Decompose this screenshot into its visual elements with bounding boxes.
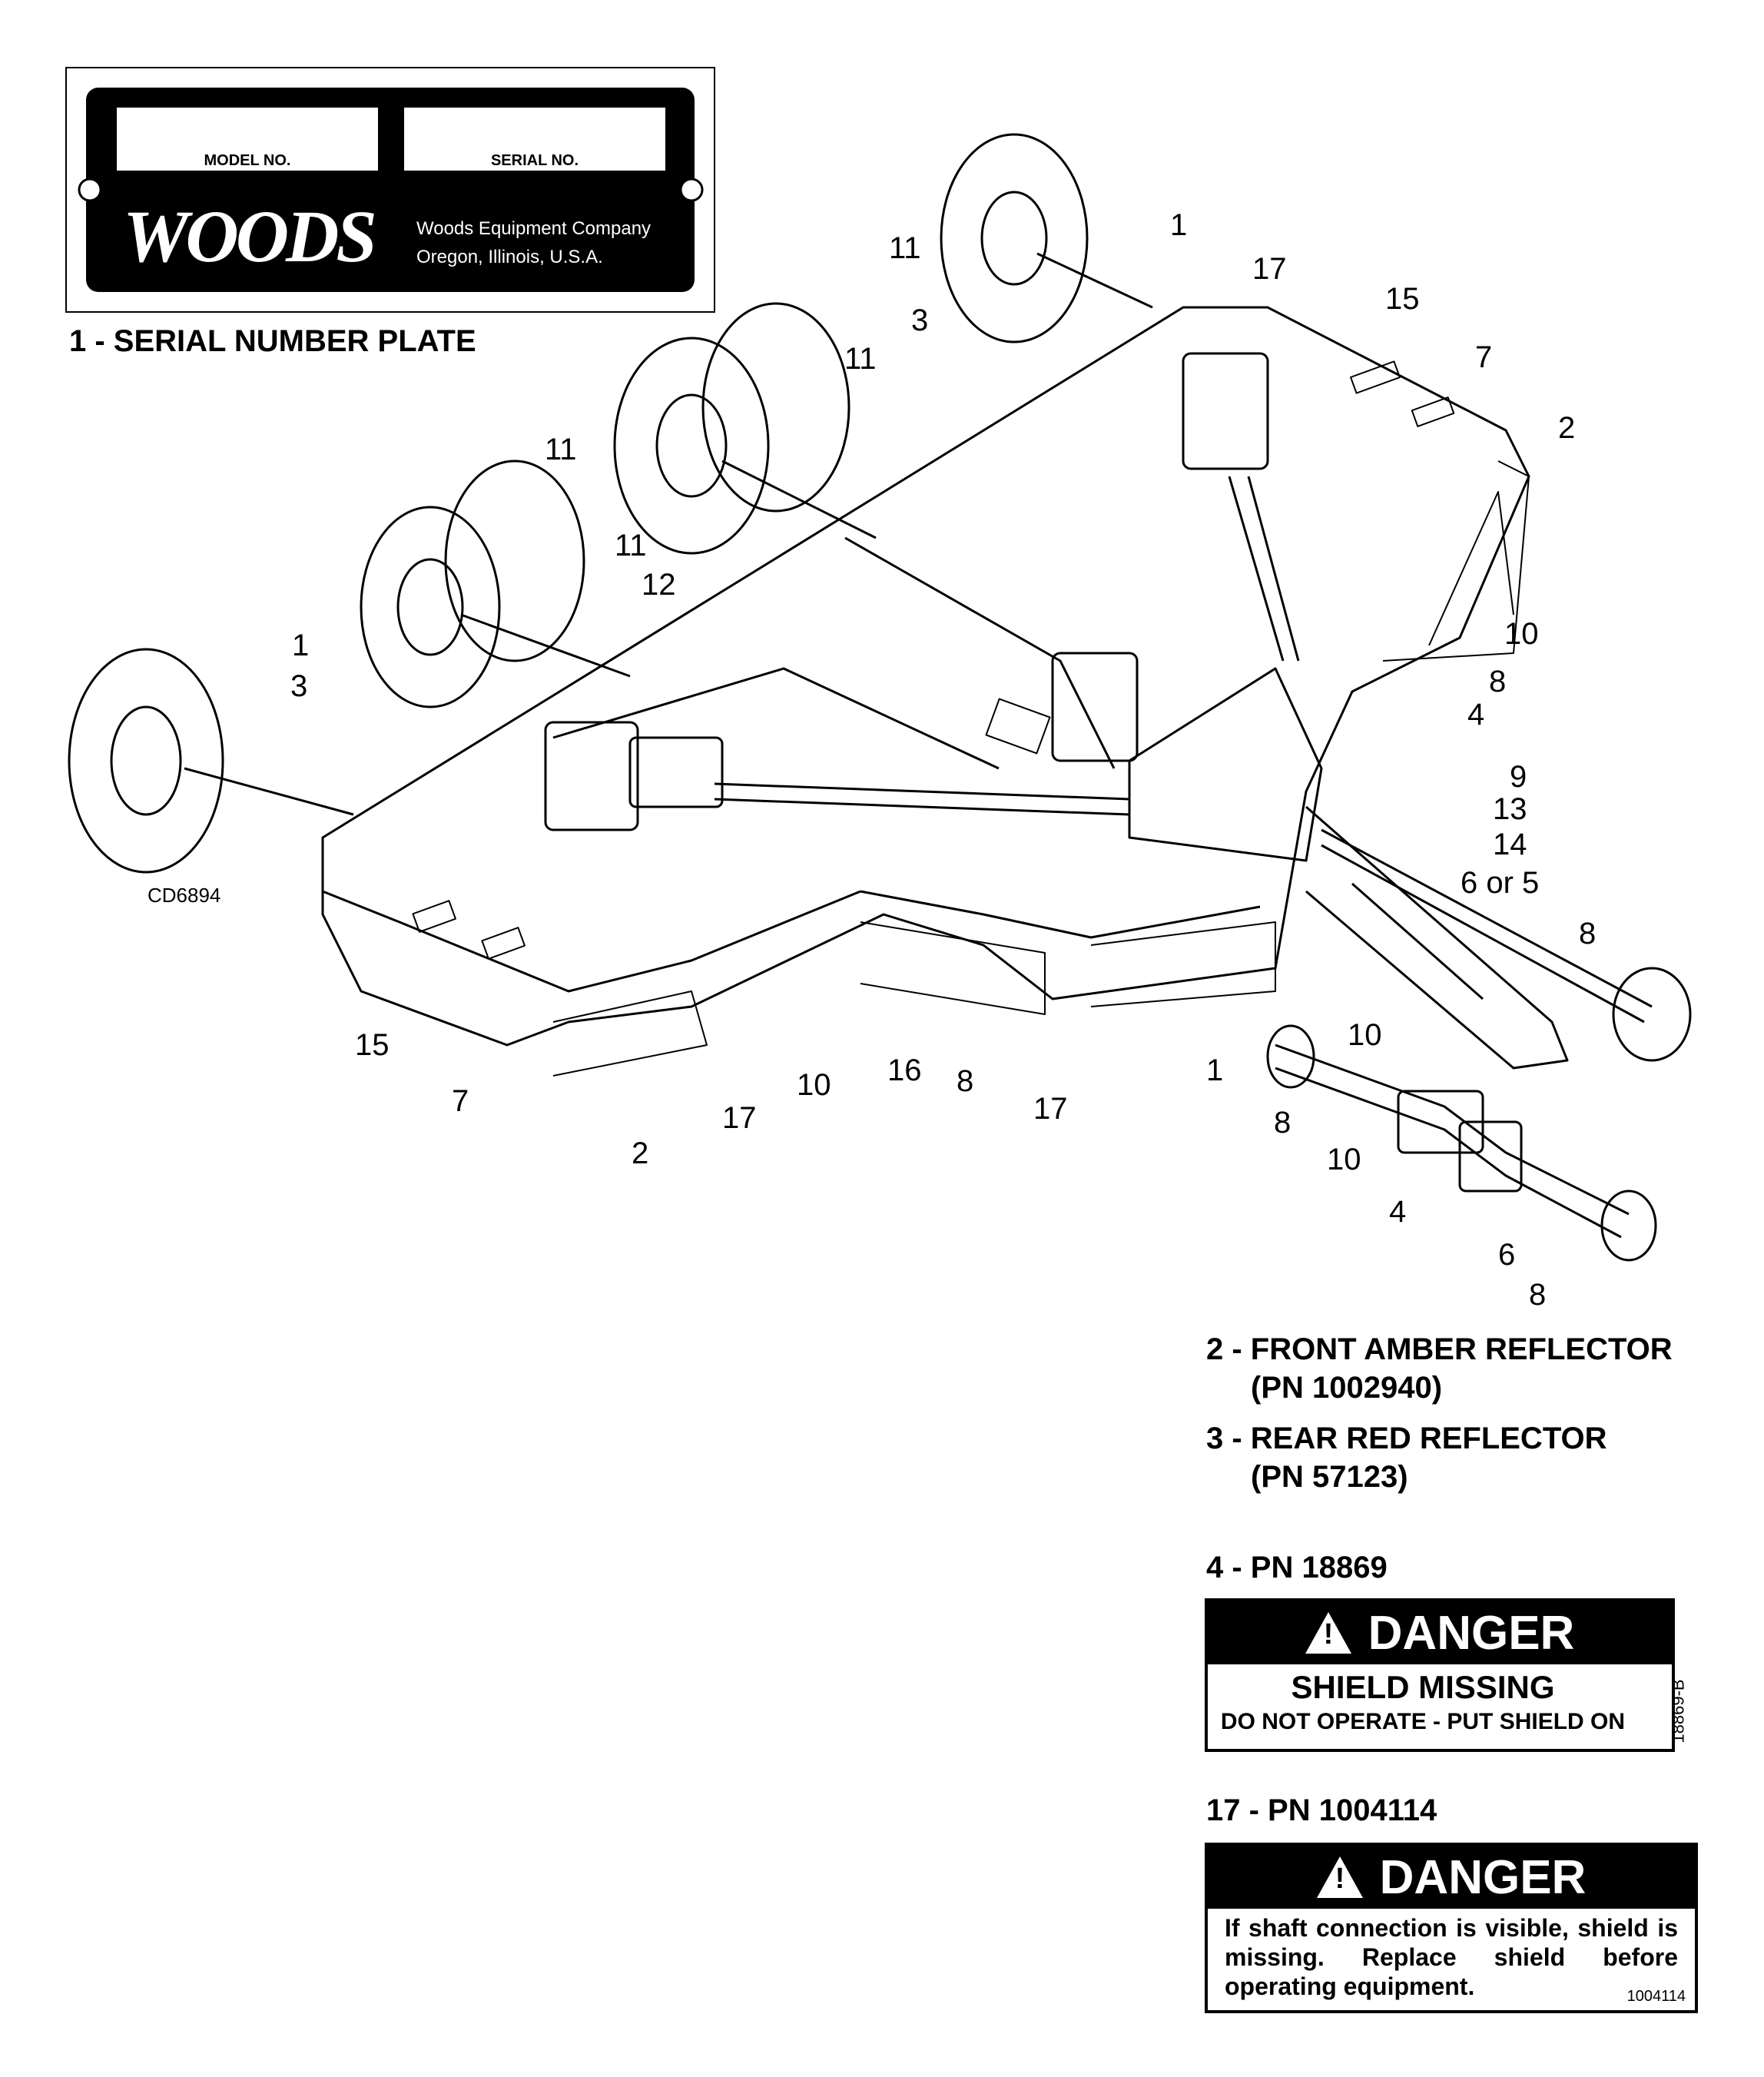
callout: 1 xyxy=(292,629,309,662)
callout: 8 xyxy=(1274,1106,1291,1140)
rear-gearbox xyxy=(1182,352,1269,470)
heading-item2-line2: (PN 1002940) xyxy=(1251,1371,1443,1405)
callout: 9 xyxy=(1510,760,1527,794)
callout: 15 xyxy=(1385,282,1420,316)
callout: 1 xyxy=(1206,1053,1223,1087)
callout: 10 xyxy=(1348,1018,1382,1052)
figure-code: CD6894 xyxy=(148,884,220,907)
warning-triangle-icon xyxy=(1316,1856,1363,1898)
signal-word: DANGER xyxy=(1379,1850,1587,1904)
loose-driveline xyxy=(1275,1043,1630,1216)
callout: 17 xyxy=(722,1101,757,1135)
hitch-tongue xyxy=(1305,805,1569,1070)
callout: 7 xyxy=(452,1084,469,1118)
callout: 2 xyxy=(1558,411,1575,445)
heading-item2-line1: 2 - FRONT AMBER REFLECTOR xyxy=(1206,1332,1673,1366)
callout: 14 xyxy=(1493,828,1527,861)
deck-outline xyxy=(321,306,1530,1047)
heading-item1: 1 - SERIAL NUMBER PLATE xyxy=(69,324,476,358)
callout: 6 or 5 xyxy=(1461,866,1539,900)
decal-18869-line1: SHIELD MISSING xyxy=(1291,1669,1555,1705)
company-line1: Woods Equipment Company xyxy=(416,218,651,239)
signal-word: DANGER xyxy=(1368,1606,1575,1660)
callout: 3 xyxy=(290,669,307,703)
decal-1004114-code: 1004114 xyxy=(1626,1988,1686,2005)
callout: 2 xyxy=(632,1136,648,1170)
mower-illustration xyxy=(68,133,1692,1262)
decal-18869: DANGER SHIELD MISSING DO NOT OPERATE - P… xyxy=(1205,1598,1687,1752)
woods-logo: WOODS xyxy=(123,195,374,277)
callout: 1 xyxy=(1170,208,1187,242)
callout: 4 xyxy=(1389,1195,1406,1229)
heading-item3-line2: (PN 57123) xyxy=(1251,1460,1408,1494)
callout: 16 xyxy=(887,1053,922,1087)
callout: 4 xyxy=(1467,698,1484,732)
heading-item17: 17 - PN 1004114 xyxy=(1206,1793,1437,1827)
callout: 3 xyxy=(911,304,928,337)
decal-18869-line2: DO NOT OPERATE - PUT SHIELD ON xyxy=(1220,1709,1626,1734)
callout: 8 xyxy=(1529,1278,1546,1312)
decal-18869-code: 18869-B xyxy=(1668,1679,1688,1744)
callout: 17 xyxy=(1252,252,1287,286)
callout: 10 xyxy=(797,1068,831,1102)
callout: 10 xyxy=(1504,617,1539,651)
model-label: MODEL NO. xyxy=(204,152,291,169)
warning-triangle-icon xyxy=(1305,1612,1351,1654)
callout: 6 xyxy=(1498,1238,1515,1272)
callout: 10 xyxy=(1327,1143,1361,1176)
callout: 11 xyxy=(844,342,877,376)
left-gearbox xyxy=(544,721,639,831)
decal-1004114-header: DANGER xyxy=(1208,1846,1695,1909)
callout: 17 xyxy=(1033,1092,1068,1126)
center-gearbox xyxy=(1051,652,1139,762)
callout: 11 xyxy=(889,231,921,265)
callout-labels: 1 3 11 3 11 11 11 12 1 17 15 7 2 10 8 4 … xyxy=(148,208,1596,1312)
decal-18869-header: DANGER xyxy=(1208,1601,1672,1664)
callout: 15 xyxy=(355,1028,390,1062)
callout: 11 xyxy=(545,433,577,466)
callout: 12 xyxy=(642,568,676,602)
company-line2: Oregon, Illinois, U.S.A. xyxy=(416,247,603,267)
callout: 8 xyxy=(1579,917,1596,951)
callout: 8 xyxy=(957,1064,973,1098)
callout: 8 xyxy=(1489,665,1506,698)
serial-label: SERIAL NO. xyxy=(491,152,579,169)
callout: 13 xyxy=(1493,792,1527,826)
heading-item3-line1: 3 - REAR RED REFLECTOR xyxy=(1206,1422,1607,1455)
callout: 7 xyxy=(1475,340,1492,374)
wheels xyxy=(68,133,1089,874)
decal-1004114-text: If shaft connection is visible, shield i… xyxy=(1225,1914,1678,2000)
callout: 11 xyxy=(615,529,647,562)
chain-guards xyxy=(552,460,1530,1077)
decal-1004114: DANGER If shaft connection is visible, s… xyxy=(1205,1843,1698,2013)
serial-number-plate: MODEL NO. SERIAL NO. WOODS Woods Equipme… xyxy=(65,67,715,313)
heading-item4: 4 - PN 18869 xyxy=(1206,1551,1388,1584)
